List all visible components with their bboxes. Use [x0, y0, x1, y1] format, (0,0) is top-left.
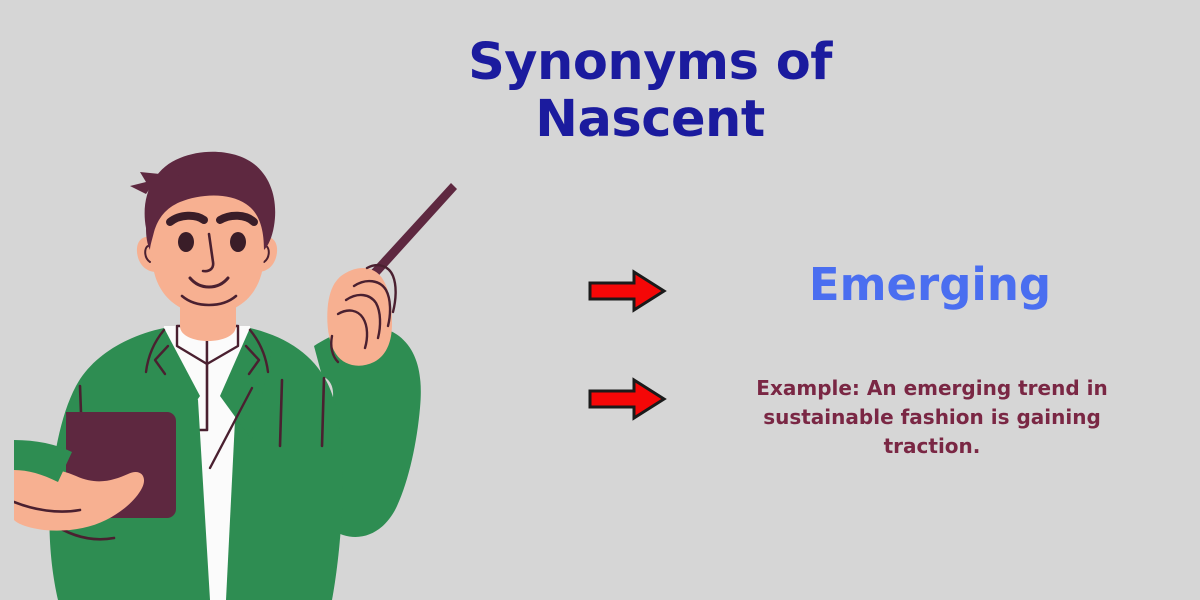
teacher-pointing-illustration: [14, 150, 484, 600]
title-line-1: Synonyms of: [468, 33, 832, 92]
page-title: Synonyms of Nascent: [420, 34, 880, 148]
example-sentence: Example: An emerging trend in sustainabl…: [756, 376, 1108, 458]
right-arrow-icon: [582, 268, 670, 314]
synonym-word: Emerging: [808, 258, 1052, 311]
title-line-2: Nascent: [535, 90, 765, 150]
right-arrow-icon: [582, 376, 670, 422]
